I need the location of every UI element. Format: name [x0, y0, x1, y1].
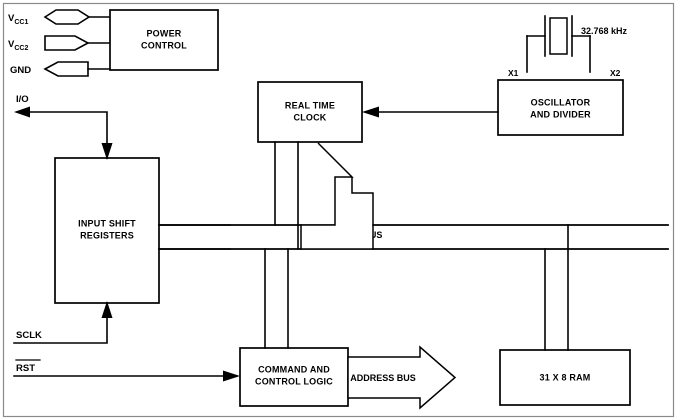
address-bus-label: ADDRESS BUS: [350, 373, 416, 383]
pin-symbol-gnd: [43, 61, 89, 77]
block-power-control: [109, 9, 219, 71]
block-rtc-line2: CLOCK: [294, 112, 327, 122]
block-arrow-data-to-rtc: [300, 142, 374, 250]
wire-io: [25, 111, 108, 159]
arrowhead-io-into-shift: [101, 143, 113, 160]
block-rtc-line1: REAL TIME: [285, 100, 335, 110]
pin-label-rst: RST: [16, 363, 35, 374]
crystal-body-icon: [549, 17, 568, 55]
crystal-frequency-label: 32.768 kHz: [581, 26, 628, 36]
arrowhead-osc-to-rtc: [362, 106, 379, 118]
block-logic-line2: CONTROL LOGIC: [255, 376, 333, 386]
block-power-control-line1: POWER: [146, 28, 181, 38]
pin-label-sclk: SCLK: [16, 330, 42, 341]
pin-label-vcc2: VCC2: [8, 39, 28, 52]
arrowhead-rst-into-logic: [223, 370, 240, 382]
block-real-time-clock: [257, 81, 363, 143]
block-shift-line1: INPUT SHIFT: [78, 218, 136, 228]
pin-label-io: I/O: [16, 94, 29, 105]
arrowhead-sclk-into-shift: [101, 301, 113, 318]
block-ram-line1: 31 X 8 RAM: [539, 372, 590, 382]
block-power-control-line2: CONTROL: [141, 40, 187, 50]
block-command-control-logic: [239, 347, 349, 407]
block-oscillator-line2: AND DIVIDER: [530, 109, 591, 119]
terminal-label-x1: X1: [508, 68, 519, 78]
pin-symbol-vcc1: [43, 9, 91, 25]
block-ram: [499, 349, 631, 406]
pin-label-vcc1: VCC1: [8, 13, 28, 26]
block-arrow-address-bus: [347, 345, 457, 410]
arrowhead-io-out: [14, 106, 30, 118]
pin-label-gnd: GND: [10, 65, 31, 76]
pin-symbol-vcc2: [44, 35, 90, 51]
terminal-label-x2: X2: [610, 68, 621, 78]
block-input-shift-registers: [54, 157, 160, 304]
block-oscillator-line1: OSCILLATOR: [531, 97, 591, 107]
block-shift-line2: REGISTERS: [80, 230, 134, 240]
block-logic-line1: COMMAND AND: [258, 364, 330, 374]
block-oscillator: [497, 79, 624, 136]
